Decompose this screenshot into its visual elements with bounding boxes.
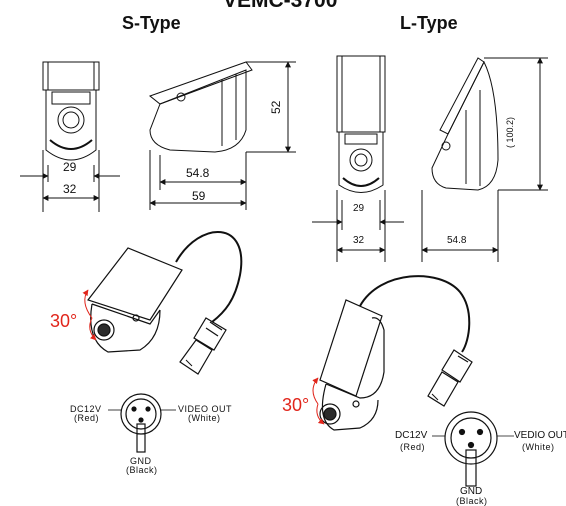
l-connector-vedio-out: VEDIO OUT <box>514 430 566 441</box>
l-connector-gnd: GND <box>460 486 483 497</box>
l-connector-dc12v-color: (Red) <box>400 442 426 452</box>
l-connector-dc12v: DC12V <box>395 430 428 441</box>
l-type-side-view <box>431 57 499 191</box>
l-type-front-view <box>336 55 386 193</box>
s-connector-dc12v-color: (Red) <box>74 413 100 423</box>
l-connector-gnd-color: (Black) <box>456 496 488 506</box>
l-type-connector-pinout <box>432 411 514 487</box>
s-type-height-label: 52 <box>269 100 283 114</box>
s-type-side-dimensions <box>149 61 296 210</box>
l-type-width-outer-label: 32 <box>353 235 365 246</box>
l-type-width-inner-label: 29 <box>353 203 365 214</box>
s-type-front-dimensions <box>20 150 120 212</box>
l-type-front-dimensions <box>312 190 404 262</box>
l-type-depth-label: 54.8 <box>447 235 467 246</box>
s-type-heading: S-Type <box>122 13 181 33</box>
s-type-camera-perspective <box>82 230 243 375</box>
s-type-width-inner-label: 29 <box>63 160 77 174</box>
s-type-side-view <box>148 61 253 153</box>
l-type-tilt-angle: 30° <box>282 395 310 415</box>
s-type-depth-inner-label: 54.8 <box>186 166 210 180</box>
s-connector-video-out: VIDEO OUT <box>178 404 233 414</box>
l-type-side-dimensions <box>421 57 548 262</box>
s-connector-video-out-color: (White) <box>188 413 221 423</box>
s-type-width-outer-label: 32 <box>63 182 77 196</box>
diagram-title: VEMC-3700 <box>223 0 338 12</box>
l-connector-vedio-out-color: (White) <box>522 442 555 452</box>
l-type-heading: L-Type <box>400 13 458 33</box>
l-type-camera-perspective <box>312 275 473 431</box>
s-connector-gnd-color: (Black) <box>126 465 158 475</box>
s-connector-gnd: GND <box>130 456 152 466</box>
s-type-connector-pinout <box>108 393 176 453</box>
s-connector-dc12v: DC12V <box>70 404 102 414</box>
s-type-front-view <box>42 61 100 161</box>
s-type-depth-outer-label: 59 <box>192 189 206 203</box>
l-type-height-label: ( 100.2) <box>505 116 515 148</box>
s-type-tilt-angle: 30° <box>50 311 78 331</box>
